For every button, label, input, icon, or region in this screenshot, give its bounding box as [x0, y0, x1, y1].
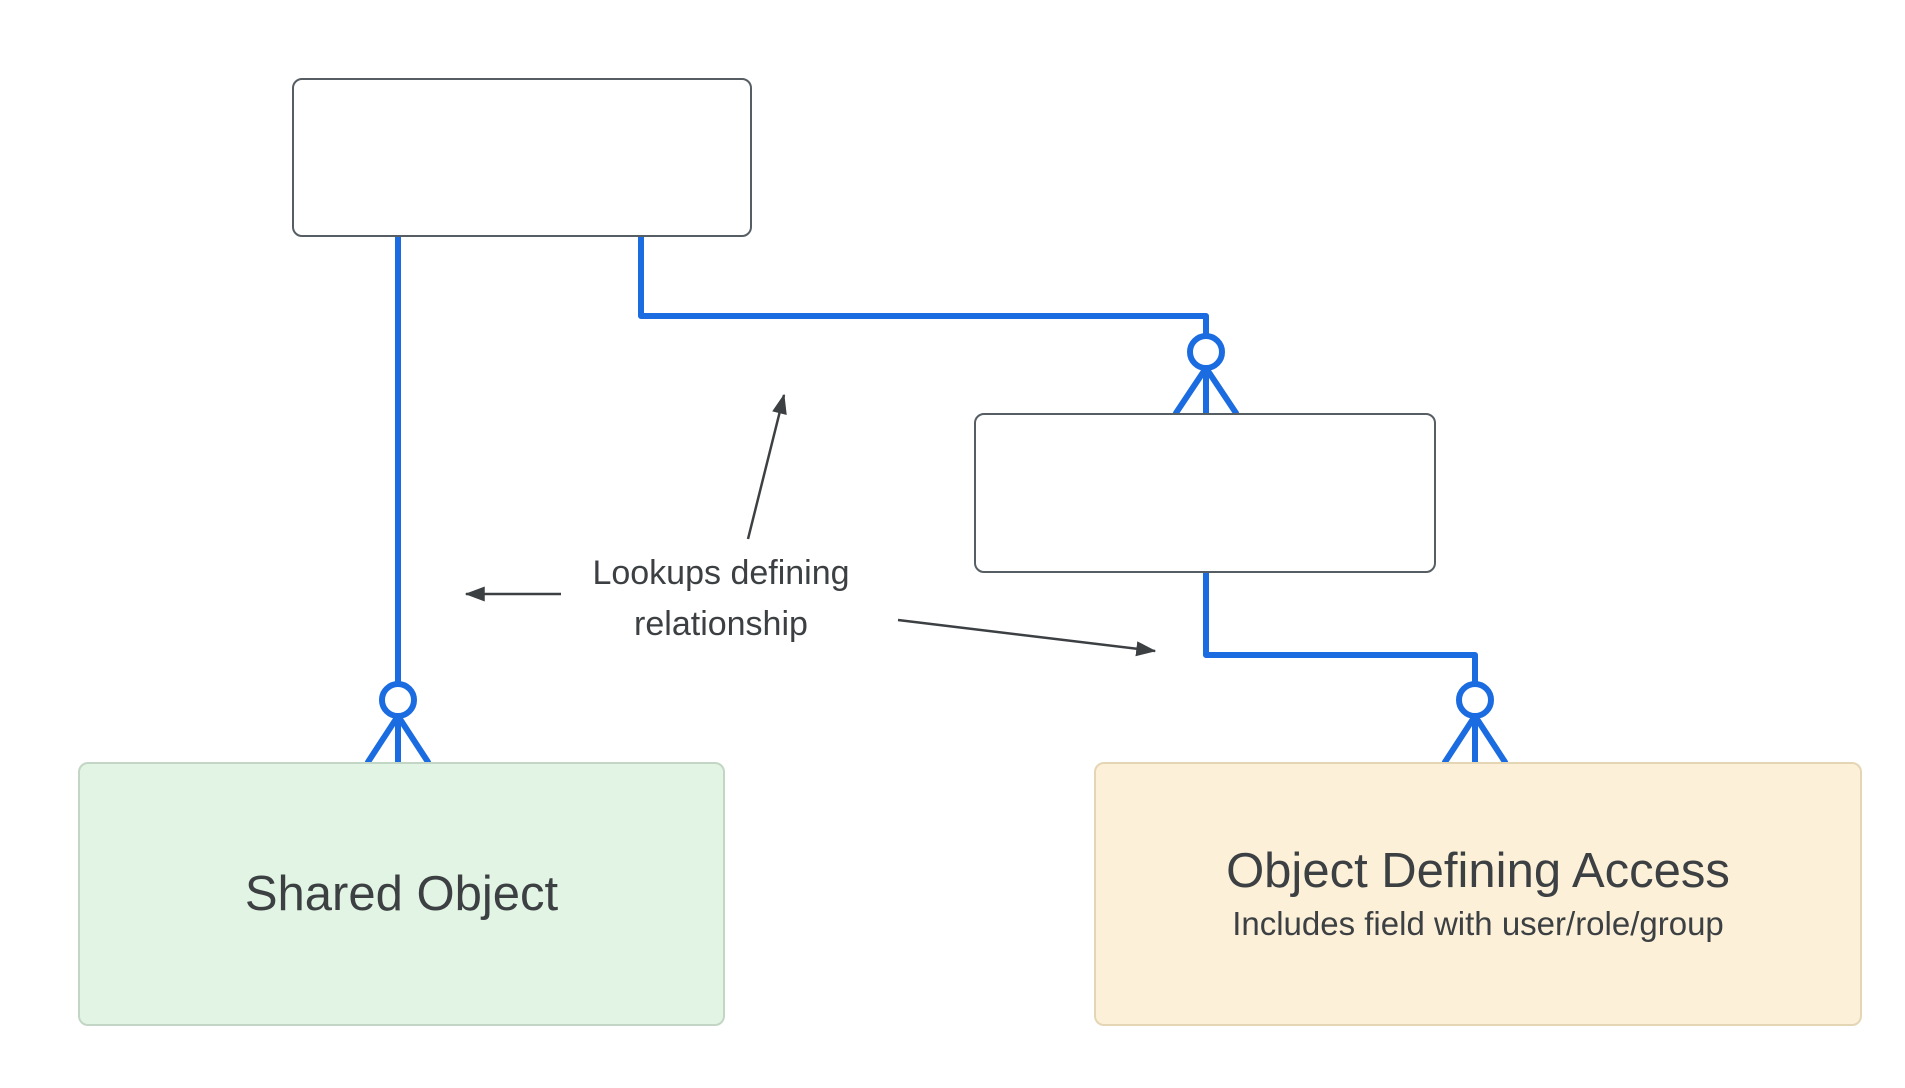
node-shared-object: Shared Object [78, 762, 725, 1026]
node-object-defining-access: Object Defining Access Includes field wi… [1094, 762, 1862, 1026]
annotation-lookups: Lookups defining relationship [471, 548, 971, 650]
object-defining-access-title: Object Defining Access [1226, 844, 1730, 899]
object-defining-access-subtitle: Includes field with user/role/group [1232, 905, 1724, 943]
crow-foot-circle-icon [379, 681, 417, 719]
crow-foot-circle-icon [1187, 333, 1225, 371]
crow-foot-prongs-icon [1173, 365, 1239, 416]
annotation-line2: relationship [634, 605, 808, 643]
node-parent-top [292, 78, 752, 237]
connector-line [638, 234, 1209, 339]
crow-foot-prongs-icon [1442, 713, 1508, 765]
arrow-to-top-connector-icon [746, 393, 787, 540]
connector-junction-to-access-object [1203, 570, 1508, 765]
shared-object-label: Shared Object [244, 867, 559, 921]
node-junction-middle [974, 413, 1436, 573]
connector-line [1203, 570, 1478, 687]
crow-foot-circle-icon [1456, 681, 1494, 719]
crow-foot-prongs-icon [365, 713, 431, 765]
connector-parent-to-shared-object [365, 234, 431, 765]
arrow-to-right-connector-icon [897, 618, 1157, 657]
connector-parent-to-junction [638, 234, 1239, 416]
annotation-line1: Lookups defining [592, 554, 850, 592]
annotation-arrows [464, 393, 1157, 657]
